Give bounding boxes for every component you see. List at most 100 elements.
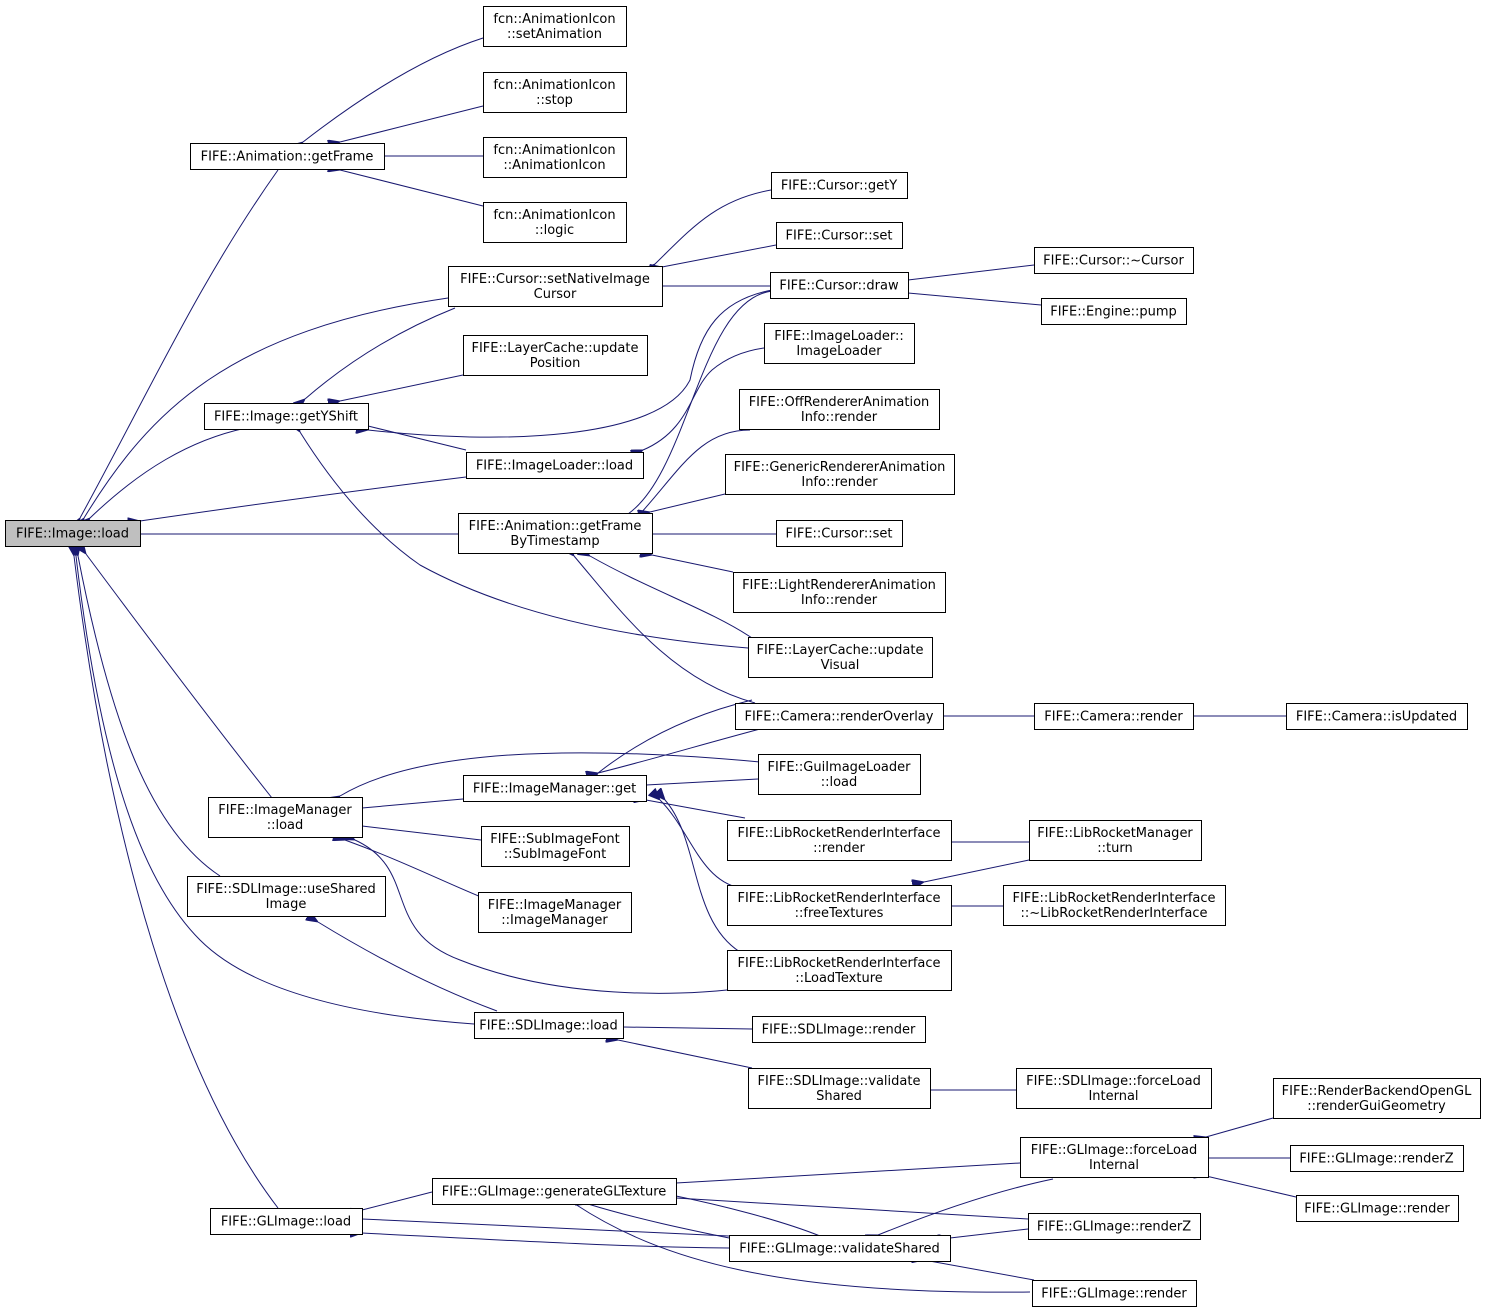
node-rbogl[interactable]: FIFE::RenderBackendOpenGL::renderGuiGeom… — [1273, 1078, 1481, 1119]
node-ai-stop[interactable]: fcn::AnimationIcon::stop — [483, 72, 627, 113]
edge — [340, 170, 484, 207]
edge — [646, 778, 759, 785]
node-sdl-validate[interactable]: FIFE::SDLImage::validateShared — [748, 1068, 931, 1109]
node-lr-free[interactable]: FIFE::LibRocketRenderInterface::freeText… — [727, 885, 952, 926]
node-box — [483, 137, 627, 178]
node-cam-isupd[interactable]: FIFE::Camera::isUpdated — [1286, 703, 1468, 730]
node-im-load[interactable]: FIFE::ImageManager::load — [208, 797, 363, 838]
node-box — [448, 266, 663, 307]
node-cam-overlay[interactable]: FIFE::Camera::renderOverlay — [735, 703, 944, 730]
node-box — [1032, 1280, 1197, 1307]
edge — [362, 1233, 730, 1249]
edge — [340, 374, 464, 401]
node-label: FIFE::RenderBackendOpenGL — [1282, 1084, 1472, 1099]
node-sdl-render[interactable]: FIFE::SDLImage::render — [752, 1016, 926, 1043]
node-gl-render1[interactable]: FIFE::GLImage::render — [1296, 1195, 1459, 1222]
node-box — [204, 403, 369, 430]
node-gl-validate[interactable]: FIFE::GLImage::validateShared — [729, 1235, 951, 1262]
edge — [90, 427, 247, 518]
node-gl-render2[interactable]: FIFE::GLImage::render — [1032, 1280, 1197, 1307]
node-label: FIFE::GLImage::forceLoad — [1031, 1143, 1197, 1158]
node-gl-renderz1[interactable]: FIFE::GLImage::renderZ — [1290, 1145, 1464, 1172]
node-label: ImageLoader — [796, 344, 882, 359]
node-eng-pump[interactable]: FIFE::Engine::pump — [1041, 298, 1187, 325]
node-label: FIFE::SDLImage::forceLoad — [1026, 1074, 1201, 1089]
node-cam-render[interactable]: FIFE::Camera::render — [1034, 703, 1194, 730]
node-label: FIFE::Image::load — [16, 527, 129, 542]
node-img-load[interactable]: FIFE::Image::load — [5, 520, 141, 547]
edge — [362, 826, 482, 841]
node-box — [752, 1016, 926, 1043]
node-label: FIFE::ImageLoader:: — [774, 329, 904, 344]
node-label: FIFE::GLImage::renderZ — [1037, 1220, 1191, 1235]
node-lr-loadtex[interactable]: FIFE::LibRocketRenderInterface::LoadText… — [727, 950, 952, 991]
node-ai-ctor[interactable]: fcn::AnimationIcon::AnimationIcon — [483, 137, 627, 178]
node-cur-set2[interactable]: FIFE::Cursor::set — [776, 520, 903, 547]
edge — [652, 555, 734, 573]
node-label: Internal — [1088, 1089, 1138, 1104]
node-il-load[interactable]: FIFE::ImageLoader::load — [466, 452, 644, 479]
node-label: Cursor — [534, 287, 577, 302]
edge — [340, 752, 761, 796]
node-gl-renderz2[interactable]: FIFE::GLImage::renderZ — [1028, 1213, 1201, 1240]
node-box — [1034, 247, 1194, 274]
node-label: FIFE::GuiImageLoader — [768, 760, 912, 775]
edge — [340, 105, 484, 142]
edge — [598, 699, 753, 773]
edge — [676, 1196, 821, 1237]
node-box — [770, 272, 909, 299]
node-gl-gentex[interactable]: FIFE::GLImage::generateGLTexture — [432, 1178, 677, 1205]
node-sdl-load[interactable]: FIFE::SDLImage::load — [474, 1012, 624, 1039]
node-label: FIFE::LayerCache::update — [471, 341, 638, 356]
edge — [368, 289, 773, 438]
node-label: FIFE::SubImageFont — [490, 832, 620, 847]
node-lr-render[interactable]: FIFE::LibRocketRenderInterface::render — [727, 820, 952, 861]
node-label: Info::render — [801, 475, 878, 490]
node-label: ::setAnimation — [507, 27, 602, 42]
node-ai-logic[interactable]: fcn::AnimationIcon::logic — [483, 202, 627, 243]
node-cur-set1[interactable]: FIFE::Cursor::set — [776, 222, 903, 249]
node-lrm-turn[interactable]: FIFE::LibRocketManager::turn — [1029, 820, 1202, 861]
node-gen-render[interactable]: FIFE::GenericRendererAnimationInfo::rend… — [725, 454, 955, 495]
node-cur-draw[interactable]: FIFE::Cursor::draw — [770, 272, 909, 299]
node-ai-setanim[interactable]: fcn::AnimationIcon::setAnimation — [483, 6, 627, 47]
edge — [355, 840, 728, 994]
edge — [908, 264, 1035, 280]
node-label: FIFE::Cursor::setNativeImage — [460, 272, 650, 287]
node-cur-dtor[interactable]: FIFE::Cursor::~Cursor — [1034, 247, 1194, 274]
node-img-getyshift[interactable]: FIFE::Image::getYShift — [204, 403, 369, 430]
node-anim-getframe[interactable]: FIFE::Animation::getFrame — [190, 143, 385, 170]
node-label: Shared — [816, 1089, 862, 1104]
node-il-ctor[interactable]: FIFE::ImageLoader::ImageLoader — [764, 323, 915, 364]
node-label: ::render — [813, 841, 865, 856]
node-sif-ctor[interactable]: FIFE::SubImageFont::SubImageFont — [481, 826, 630, 867]
node-label: FIFE::LibRocketManager — [1037, 826, 1193, 841]
node-im-ctor[interactable]: FIFE::ImageManager::ImageManager — [478, 892, 632, 933]
node-box — [725, 454, 955, 495]
node-box — [771, 172, 908, 199]
edge — [924, 1260, 1035, 1281]
node-im-get[interactable]: FIFE::ImageManager::get — [463, 775, 647, 802]
node-cur-gety[interactable]: FIFE::Cursor::getY — [771, 172, 908, 199]
node-label: FIFE::GLImage::load — [221, 1215, 351, 1230]
node-label: FIFE::LayerCache::update — [756, 643, 923, 658]
edge — [575, 1204, 1031, 1293]
node-gl-load[interactable]: FIFE::GLImage::load — [210, 1208, 363, 1235]
node-gui-load[interactable]: FIFE::GuiImageLoader::load — [758, 754, 921, 795]
node-label: FIFE::Camera::render — [1044, 710, 1183, 725]
node-lr-dtor[interactable]: FIFE::LibRocketRenderInterface::~LibRock… — [1003, 885, 1226, 926]
node-label: FIFE::LibRocketRenderInterface — [1012, 891, 1215, 906]
edge — [908, 293, 1042, 306]
node-box — [483, 72, 627, 113]
edge — [362, 1191, 433, 1210]
node-label: FIFE::GenericRendererAnimation — [734, 460, 946, 475]
